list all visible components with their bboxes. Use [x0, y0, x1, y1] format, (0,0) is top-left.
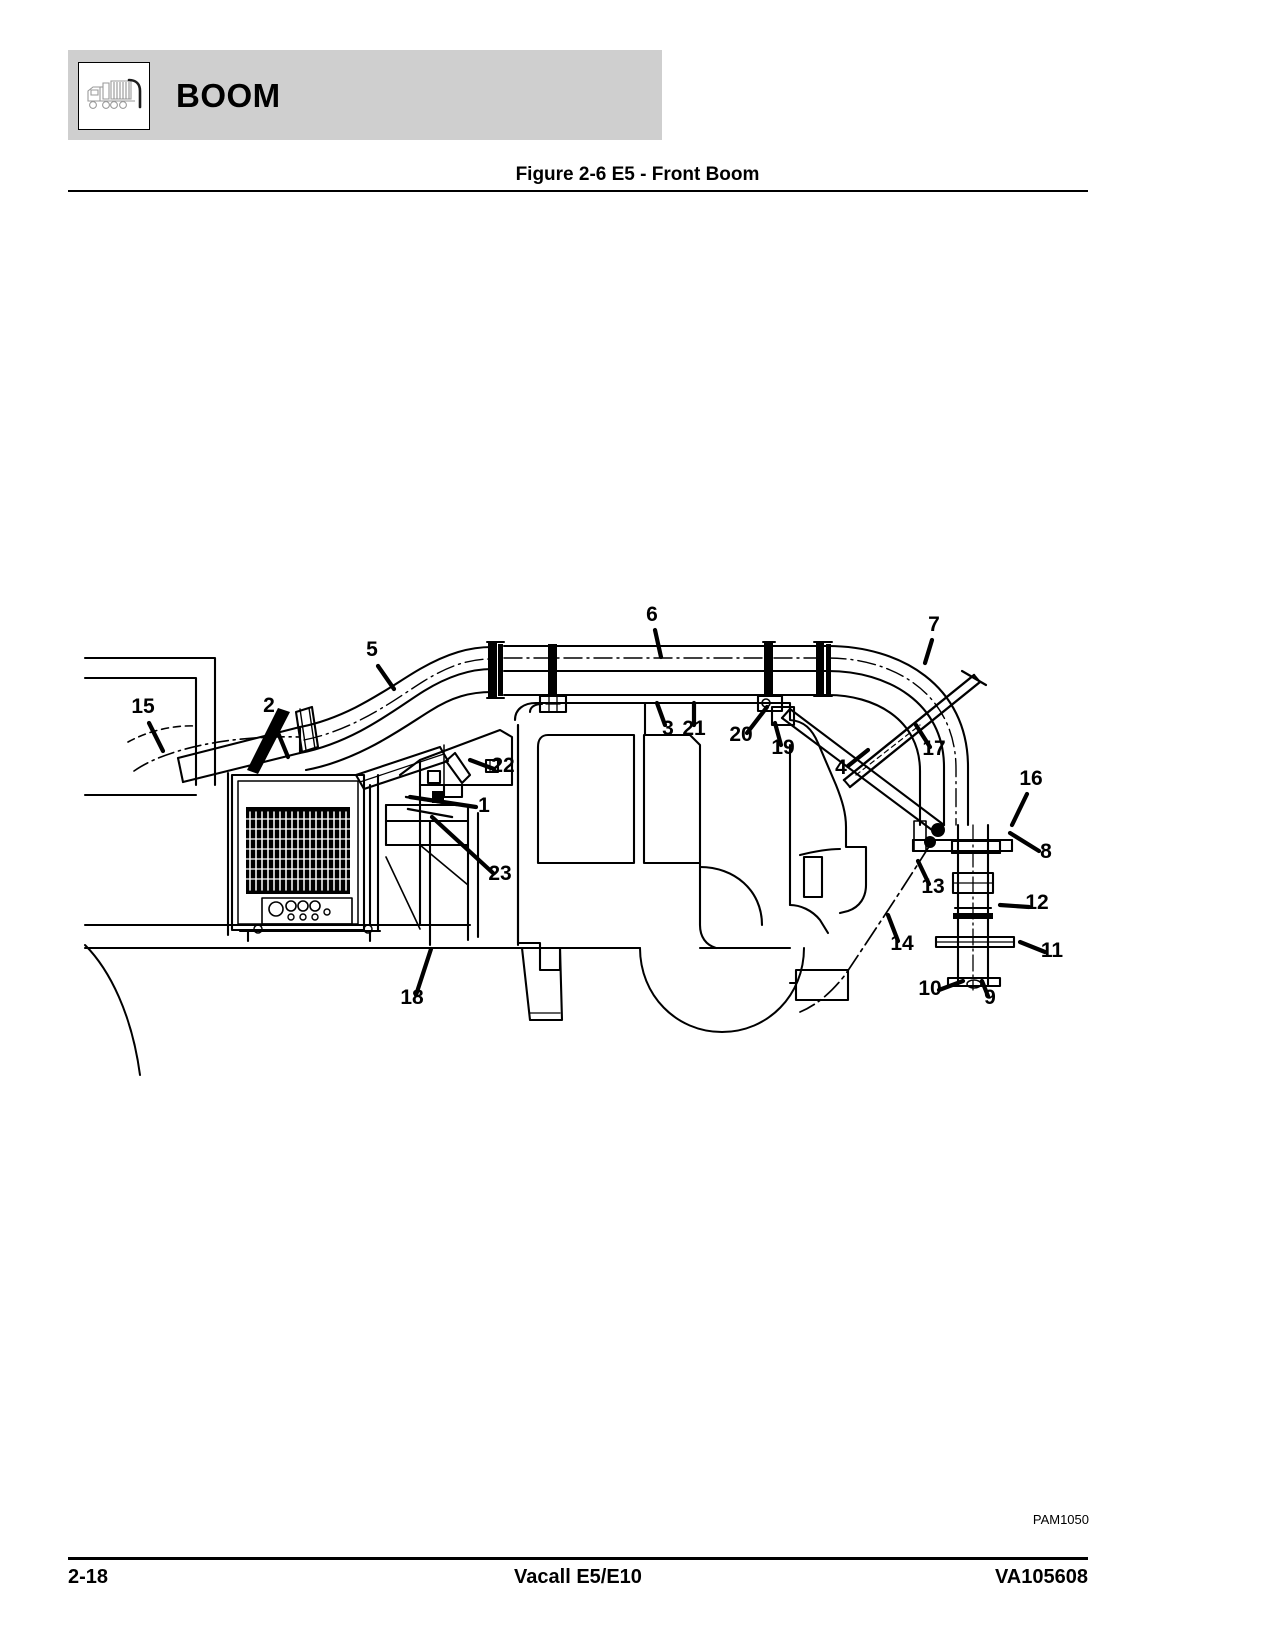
callout-leader-20	[744, 704, 770, 736]
page-footer: 2-18 Vacall E5/E10 VA105608	[68, 1566, 1088, 1596]
callout-number-21: 21	[682, 717, 706, 740]
callout-leader-19	[772, 720, 784, 748]
callout-number-7: 7	[928, 613, 940, 636]
callout-leader-7	[922, 637, 935, 666]
footer-document-number: VA105608	[994, 1566, 1088, 1588]
drawing-number: PAM1050	[1032, 1512, 1089, 1527]
callout-number-1: 1	[478, 794, 490, 817]
callout-number-2: 2	[263, 694, 275, 717]
callout-number-4: 4	[835, 756, 847, 779]
figure-caption: Figure 2-6 E5 - Front Boom	[515, 164, 760, 185]
callout-number-13: 13	[921, 875, 944, 898]
callout-number-8: 8	[1040, 840, 1052, 863]
page-title: BOOM	[176, 77, 281, 114]
callout-leader-9	[979, 978, 991, 999]
callout-number-20: 20	[729, 723, 752, 746]
callout-number-3: 3	[662, 717, 674, 740]
callout-leader-16	[1009, 791, 1030, 828]
callout-leader-3	[654, 700, 668, 728]
callout-leader-22	[467, 757, 497, 772]
section-header-band	[68, 50, 662, 140]
callout-number-10: 10	[918, 977, 941, 1000]
callout-number-19: 19	[771, 736, 794, 759]
footer-page-number: 2-18	[68, 1566, 109, 1588]
callout-leader-10	[936, 978, 966, 993]
callout-number-17: 17	[922, 737, 945, 760]
footer-model-name: Vacall E5/E10	[514, 1566, 642, 1588]
callout-leader-15	[146, 720, 166, 754]
callout-leader-4	[845, 747, 871, 769]
callout-number-14: 14	[890, 932, 914, 955]
callout-leader-12	[997, 902, 1032, 910]
callout-number-12: 12	[1025, 891, 1048, 914]
callout-leader-1	[407, 794, 479, 810]
callout-number-5: 5	[366, 638, 378, 661]
footer-divider	[68, 1557, 1088, 1560]
callout-leader-6	[652, 627, 664, 660]
callout-number-11: 11	[1041, 939, 1064, 962]
callout-number-9: 9	[984, 986, 996, 1009]
callout-leader-2	[271, 720, 291, 760]
callout-leader-11	[1017, 939, 1048, 955]
callout-leader-23	[429, 814, 496, 876]
callout-leader-14	[885, 912, 901, 944]
callout-leader-13	[915, 858, 932, 887]
callout-number-16: 16	[1019, 767, 1042, 790]
callout-number-6: 6	[646, 605, 658, 626]
callout-leader-8	[1007, 830, 1042, 854]
vacuum-truck-boom-icon	[78, 62, 150, 130]
callout-number-23: 23	[488, 862, 511, 885]
callout-leader-5	[375, 663, 397, 692]
callout-leader-18	[413, 946, 434, 998]
callout-number-15: 15	[131, 695, 155, 718]
caption-divider	[68, 190, 1088, 192]
callout-leader-17	[913, 722, 933, 750]
callout-number-22: 22	[491, 754, 514, 777]
callout-number-18: 18	[400, 986, 424, 1009]
